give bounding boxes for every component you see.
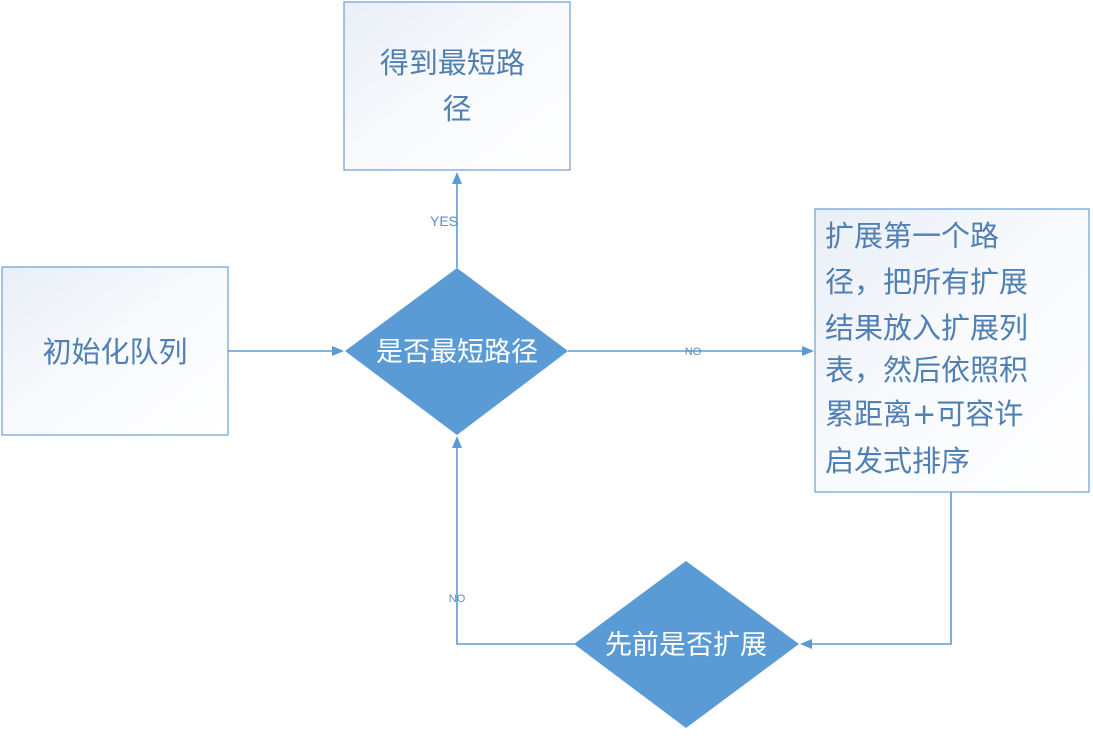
edge-no-loop (456, 448, 575, 645)
edge-label-yes: YES (430, 213, 458, 229)
connectors (228, 172, 952, 649)
arrowhead-icon (802, 346, 814, 356)
edge-label-no-loop: NO (449, 593, 466, 605)
arrowhead-icon (452, 172, 462, 184)
node-is-shortest-label: 是否最短路径 (376, 337, 538, 368)
node-init-queue: 初始化队列 (1, 266, 229, 436)
edge-expand-to-check (812, 492, 952, 645)
arrowhead-icon (332, 346, 344, 356)
arrowhead-icon (800, 639, 812, 649)
node-init-queue-label: 初始化队列 (42, 335, 187, 369)
node-expand-first: 扩展第一个路 径，把所有扩展 结果放入扩展列 表，然后依照积 累距离+可容许 启… (814, 208, 1090, 493)
node-expanded-before-label: 先前是否扩展 (605, 630, 767, 661)
node-expand-first-label: 扩展第一个路 径，把所有扩展 结果放入扩展列 表，然后依照积 累距离+可容许 启… (825, 219, 1037, 478)
node-get-shortest-label: 得到最短路 径 (380, 46, 534, 126)
node-is-shortest: 是否最短路径 (345, 268, 568, 435)
node-get-shortest: 得到最短路 径 (343, 1, 571, 171)
edge-label-no-right: NO (685, 346, 702, 358)
arrowhead-icon (452, 436, 462, 448)
node-expanded-before: 先前是否扩展 (574, 561, 799, 728)
